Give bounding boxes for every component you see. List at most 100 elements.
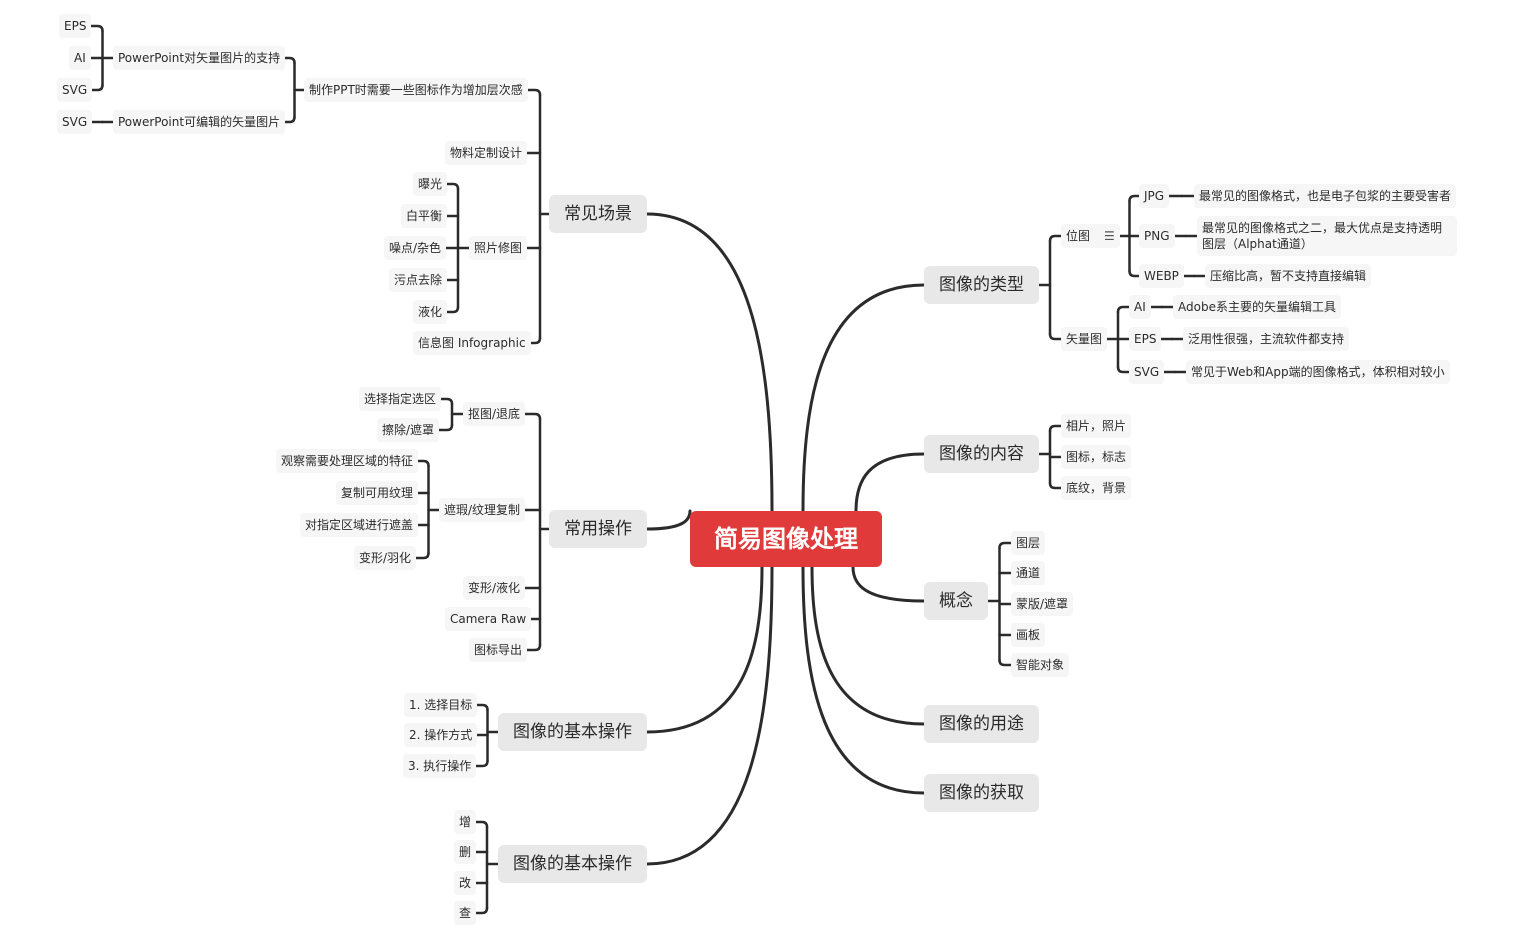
leaf-step-2[interactable]: 2. 操作方式 [404, 723, 478, 747]
leaf-svg[interactable]: SVG [57, 78, 93, 102]
link-bitmap-branch [1128, 269, 1141, 278]
leaf-liquify[interactable]: 液化 [413, 300, 448, 324]
leaf-create[interactable]: 增 [454, 810, 477, 834]
leaf-textures-backgrounds[interactable]: 底纹，背景 [1061, 476, 1132, 500]
link-vector-support-branch [90, 83, 104, 92]
leaf-noise[interactable]: 噪点/杂色 [384, 236, 447, 260]
leaf-ai[interactable]: AI [1129, 295, 1151, 319]
link-operations-branch [523, 412, 542, 421]
subtopic-ppt-editable-vector[interactable]: PowerPoint可编辑的矢量图片 [113, 110, 286, 134]
leaf-select-area[interactable]: 选择指定选区 [359, 387, 442, 411]
leaf-eps-desc[interactable]: 泛用性很强，主流软件都支持 [1183, 327, 1350, 351]
leaf-ai-desc[interactable]: Adobe系主要的矢量编辑工具 [1173, 295, 1341, 319]
link-basic-ops-1-branch [474, 759, 489, 768]
link-root-concepts [851, 565, 926, 603]
leaf-webp[interactable]: WEBP [1139, 264, 1184, 288]
subtopic-transform-liquify[interactable]: 变形/液化 [463, 576, 526, 600]
subtopic-infographic[interactable]: 信息图 Infographic [413, 331, 531, 355]
leaf-transform-feather[interactable]: 变形/羽化 [354, 546, 417, 570]
leaf-webp-desc[interactable]: 压缩比高，暂不支持直接编辑 [1205, 264, 1372, 288]
leaf-png[interactable]: PNG [1139, 224, 1175, 248]
link-cutout-branch [437, 423, 454, 432]
link-root-types [801, 283, 926, 513]
leaf-step-1[interactable]: 1. 选择目标 [404, 693, 478, 717]
leaf-photos[interactable]: 相片，照片 [1061, 414, 1132, 438]
leaf-update[interactable]: 改 [454, 871, 477, 895]
leaf-exposure[interactable]: 曝光 [413, 172, 448, 196]
link-root-operations [645, 509, 692, 531]
link-basic-ops-2-branch [474, 820, 489, 829]
leaf-icons-logos[interactable]: 图标，标志 [1061, 445, 1132, 469]
leaf-mask[interactable]: 蒙版/遮罩 [1011, 592, 1074, 616]
link-retouch-branch [445, 182, 460, 191]
topic-common-scenes[interactable]: 常见场景 [549, 195, 647, 233]
topic-image-acquisition[interactable]: 图像的获取 [924, 774, 1039, 812]
subtopic-ppt-icons[interactable]: 制作PPT时需要一些图标作为增加层次感 [304, 78, 528, 102]
link-content-branch [1048, 424, 1063, 433]
leaf-artboard[interactable]: 画板 [1011, 623, 1046, 647]
subtopic-material-design[interactable]: 物料定制设计 [445, 141, 528, 165]
link-concepts-branch [998, 658, 1013, 667]
leaf-svg-desc[interactable]: 常见于Web和App端的图像格式，体积相对较小 [1186, 360, 1450, 384]
link-types-branch [1048, 234, 1063, 243]
subtopic-ppt-vector-support[interactable]: PowerPoint对矢量图片的支持 [113, 46, 286, 70]
link-retouch-branch [445, 305, 460, 314]
link-basic-ops-2-branch [474, 906, 489, 915]
link-clone-branch [414, 551, 430, 560]
subtopic-photo-retouch[interactable]: 照片修图 [469, 236, 528, 260]
leaf-cover-area[interactable]: 对指定区域进行遮盖 [300, 513, 419, 537]
link-root-scenes [645, 212, 774, 513]
link-vector-support-branch [89, 24, 104, 33]
link-operations-branch [525, 643, 542, 652]
leaf-png-desc[interactable]: 最常见的图像格式之二，最大优点是支持透明图层（Alphat通道） [1197, 216, 1457, 256]
subtopic-icon-export[interactable]: 图标导出 [469, 638, 528, 662]
leaf-ai[interactable]: AI [69, 46, 91, 70]
link-basic-ops-1-branch [475, 703, 489, 712]
link-ppt-branch [283, 56, 296, 65]
subtopic-cutout[interactable]: 抠图/退底 [463, 402, 526, 426]
leaf-layers[interactable]: 图层 [1011, 531, 1046, 555]
topic-basic-operations-crud[interactable]: 图像的基本操作 [498, 845, 647, 883]
leaf-observe-area[interactable]: 观察需要处理区域的特征 [276, 449, 419, 473]
topic-image-types[interactable]: 图像的类型 [924, 266, 1039, 304]
leaf-step-3[interactable]: 3. 执行操作 [403, 754, 477, 778]
leaf-svg[interactable]: SVG [57, 110, 93, 134]
topic-concepts[interactable]: 概念 [924, 582, 988, 620]
link-cutout-branch [439, 397, 454, 406]
leaf-copy-texture[interactable]: 复制可用纹理 [336, 481, 419, 505]
subtopic-clone-texture[interactable]: 遮瑕/纹理复制 [439, 498, 526, 522]
topic-image-usage[interactable]: 图像的用途 [924, 705, 1039, 743]
bitmap-label: 位图 [1066, 229, 1091, 243]
leaf-svg[interactable]: SVG [1129, 360, 1165, 384]
link-root-basic-ops-1 [645, 565, 764, 734]
leaf-query[interactable]: 查 [454, 901, 477, 925]
central-topic[interactable]: 简易图像处理 [690, 511, 882, 567]
link-content-branch [1048, 481, 1063, 490]
link-root-usage [810, 565, 926, 726]
topic-image-content[interactable]: 图像的内容 [924, 435, 1039, 473]
link-vector-branch [1116, 305, 1131, 314]
leaf-eps[interactable]: EPS [59, 14, 92, 38]
subtopic-camera-raw[interactable]: Camera Raw [445, 607, 532, 631]
link-vector-branch [1116, 365, 1131, 374]
leaf-white-balance[interactable]: 白平衡 [401, 204, 448, 228]
leaf-spot-removal[interactable]: 污点去除 [389, 268, 448, 292]
link-scenes-branch [526, 88, 542, 97]
subtopic-bitmap[interactable]: 位图 ☰ [1061, 224, 1120, 248]
link-bitmap-branch [1128, 194, 1141, 203]
leaf-smart-object[interactable]: 智能对象 [1011, 653, 1070, 677]
leaf-channels[interactable]: 通道 [1011, 561, 1046, 585]
link-clone-branch [416, 459, 430, 468]
notes-icon[interactable]: ☰ [1104, 229, 1115, 243]
subtopic-vector[interactable]: 矢量图 [1061, 327, 1108, 351]
topic-basic-operations-steps[interactable]: 图像的基本操作 [498, 713, 647, 751]
link-root-acquire [801, 565, 926, 795]
leaf-jpg[interactable]: JPG [1139, 184, 1170, 208]
leaf-erase-mask[interactable]: 擦除/遮罩 [377, 418, 440, 442]
leaf-delete[interactable]: 删 [454, 840, 477, 864]
link-root-content [854, 452, 926, 513]
leaf-eps[interactable]: EPS [1129, 327, 1162, 351]
leaf-jpg-desc[interactable]: 最常见的图像格式，也是电子包浆的主要受害者 [1194, 184, 1457, 208]
topic-common-operations[interactable]: 常用操作 [549, 510, 647, 548]
